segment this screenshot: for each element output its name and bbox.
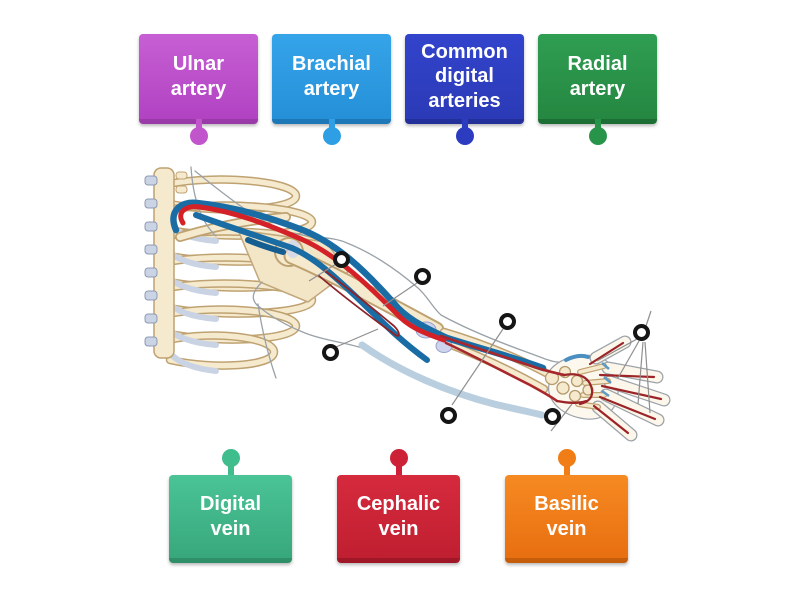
- drop-target-3[interactable]: [322, 344, 339, 361]
- label-text: Brachial artery: [292, 53, 371, 100]
- label-pin: [557, 449, 576, 475]
- forearm-bones: [439, 327, 553, 394]
- leader-line: [382, 282, 418, 307]
- leader-line: [596, 338, 638, 362]
- label-pin: [588, 119, 607, 145]
- label-pin: [322, 119, 341, 145]
- veins: [170, 199, 612, 419]
- leader-line: [645, 310, 652, 327]
- leader-line: [308, 263, 337, 282]
- hand: [544, 335, 671, 442]
- label-text: Cephalic vein: [356, 493, 441, 540]
- drop-target-4[interactable]: [499, 313, 516, 330]
- drop-target-6[interactable]: [544, 408, 561, 425]
- label-pin: [455, 119, 474, 145]
- spine: [144, 167, 188, 359]
- scapula: [236, 229, 350, 303]
- label-text: Common digital arteries: [421, 40, 508, 112]
- label-text: Ulnar artery: [170, 53, 227, 100]
- drop-target-5[interactable]: [440, 407, 457, 424]
- label-brachial-artery[interactable]: Brachial artery: [272, 34, 391, 145]
- humerus: [274, 237, 445, 339]
- label-text: Basilic vein: [534, 493, 599, 540]
- label-basilic-vein[interactable]: Basilic vein: [505, 449, 628, 563]
- clavicle: [175, 212, 291, 242]
- rib-cage: [163, 180, 320, 374]
- label-text: Radial artery: [567, 53, 628, 100]
- leader-line: [637, 341, 644, 405]
- arteries: [178, 204, 663, 435]
- leader-line: [451, 328, 504, 406]
- label-common-digital-arteries[interactable]: Common digital arteries: [405, 34, 524, 145]
- leader-line: [617, 340, 640, 379]
- drop-target-1[interactable]: [333, 251, 350, 268]
- skin-outline: [190, 166, 559, 416]
- leader-line: [335, 328, 379, 348]
- label-ulnar-artery[interactable]: Ulnar artery: [139, 34, 258, 145]
- label-text: Digital vein: [199, 493, 262, 540]
- label-pin: [389, 449, 408, 475]
- label-radial-artery[interactable]: Radial artery: [538, 34, 657, 145]
- drop-target-2[interactable]: [414, 268, 431, 285]
- drop-target-7[interactable]: [633, 324, 650, 341]
- label-pin: [221, 449, 240, 475]
- leader-line: [644, 341, 651, 414]
- label-digital-vein[interactable]: Digital vein: [169, 449, 292, 563]
- label-pin: [189, 119, 208, 145]
- label-cephalic-vein[interactable]: Cephalic vein: [337, 449, 460, 563]
- elbow-ligaments: [286, 240, 453, 353]
